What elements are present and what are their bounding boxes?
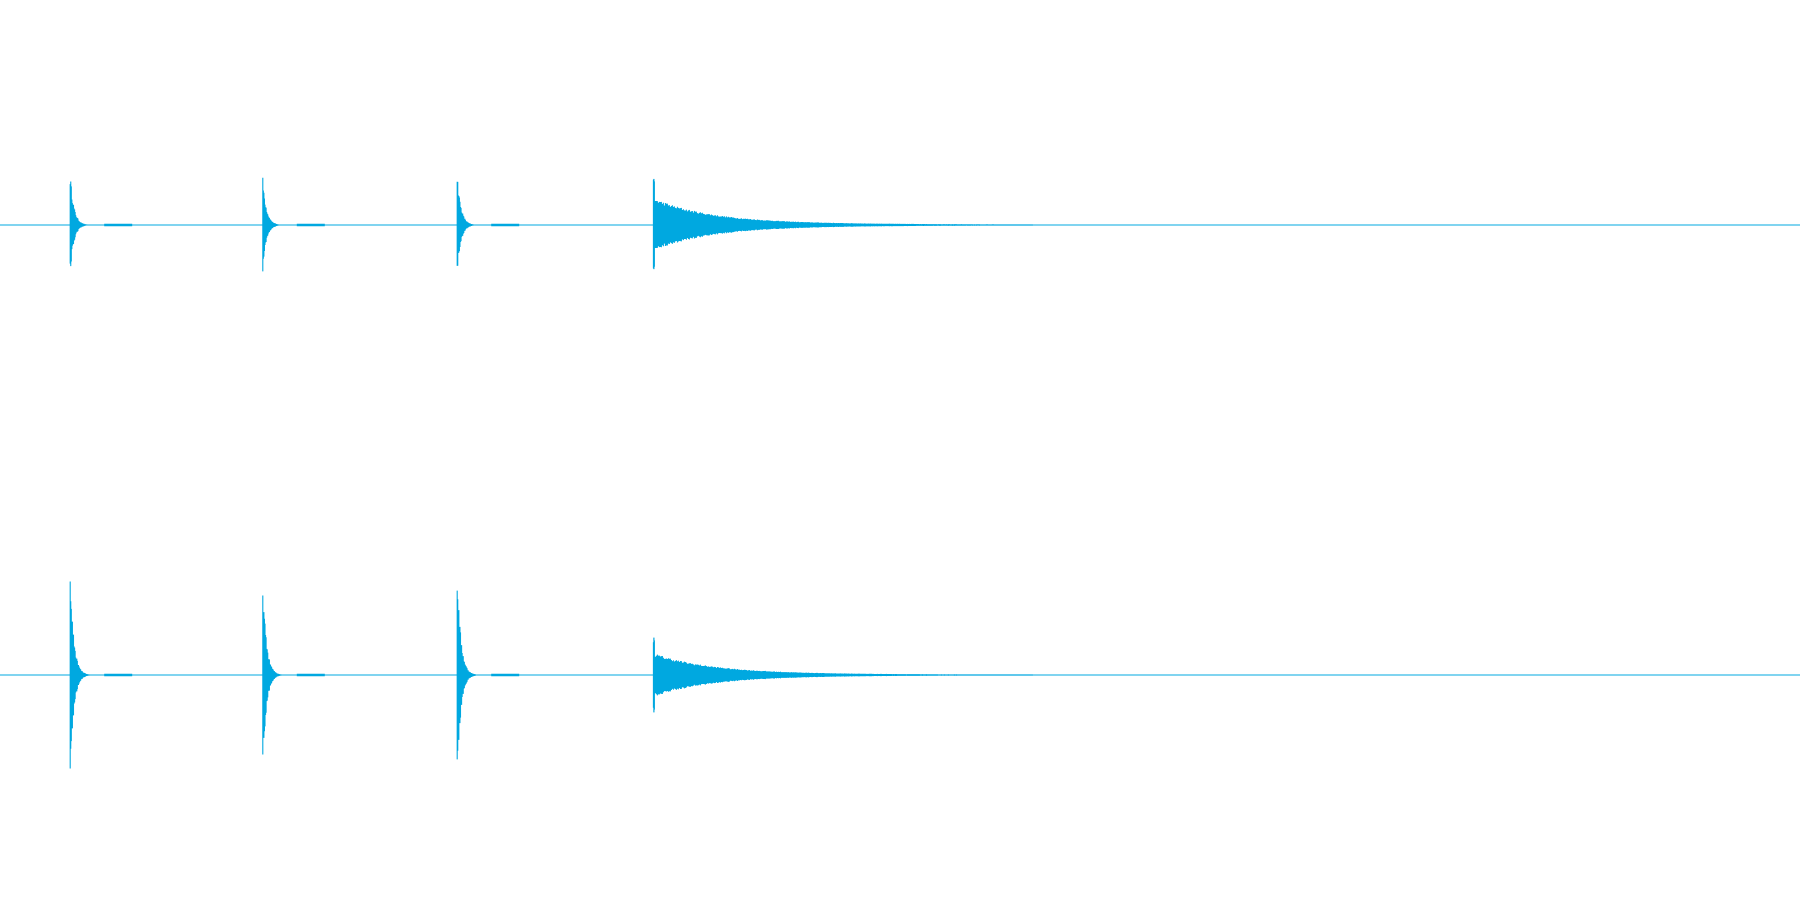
channel-2-event-4: [652, 637, 1033, 713]
channel-2-event-1: [69, 581, 133, 769]
channel-2-event-3: [456, 590, 520, 760]
channel-1-event-1: [69, 181, 133, 267]
channel-1-event-3: [456, 181, 520, 266]
channel-1-event-2: [262, 177, 325, 272]
channel-1-waveform: [0, 177, 1800, 272]
channel-2-waveform: [0, 581, 1800, 769]
channel-1-event-4: [652, 178, 1033, 270]
channel-2-event-2: [262, 595, 325, 755]
